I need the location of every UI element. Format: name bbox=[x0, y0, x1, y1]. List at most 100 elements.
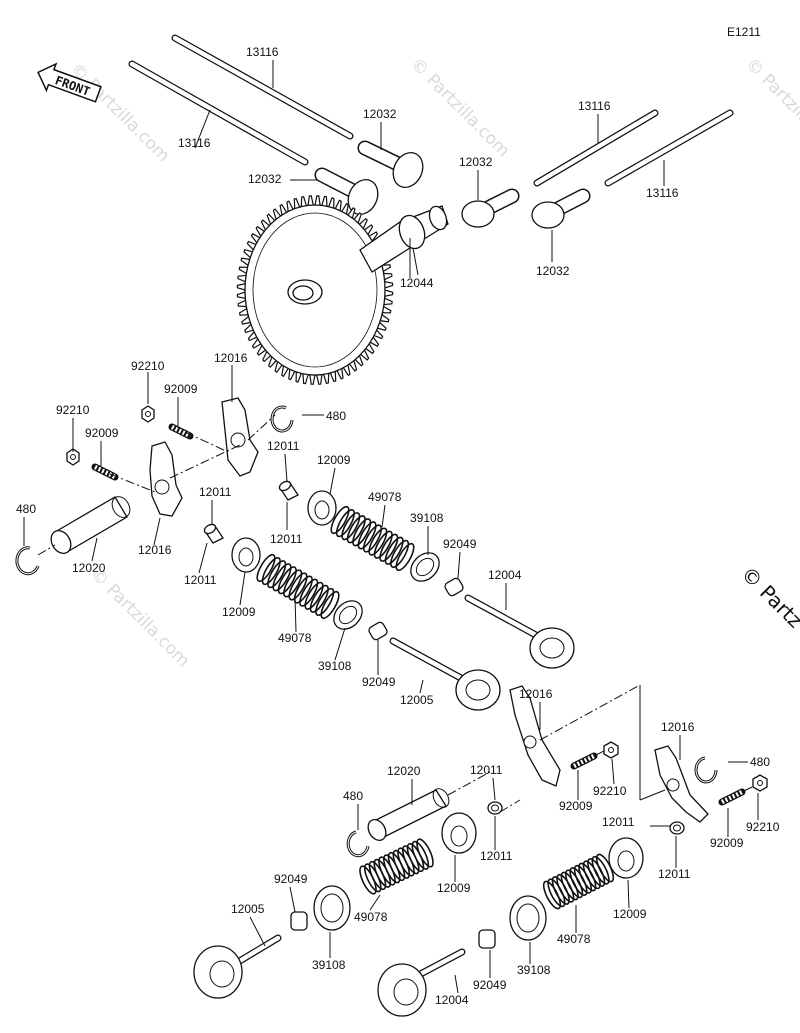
part-label: 12044 bbox=[400, 276, 434, 290]
camshaft-gear bbox=[236, 195, 394, 385]
watermarks: © Partzilla.com © Partzilla.com © Partzi… bbox=[66, 54, 800, 671]
part-label: 12020 bbox=[72, 561, 106, 575]
part-label: 480 bbox=[16, 502, 36, 516]
part-label: 49078 bbox=[368, 490, 402, 504]
part-label: 13116 bbox=[246, 45, 279, 59]
part-label: 12016 bbox=[214, 351, 248, 365]
part-label: 12011 bbox=[199, 485, 232, 499]
engine-valve bbox=[389, 637, 501, 711]
spring-seat bbox=[410, 552, 440, 582]
part-label: 12016 bbox=[661, 720, 695, 734]
stem-seal bbox=[368, 621, 388, 641]
part-label: 49078 bbox=[278, 631, 312, 645]
front-arrow-icon: FRONT bbox=[37, 62, 102, 103]
part-label: 92049 bbox=[274, 872, 308, 886]
part-label: 92210 bbox=[131, 359, 165, 373]
snap-ring bbox=[694, 756, 718, 784]
bushing bbox=[278, 480, 299, 501]
spring-seat bbox=[333, 600, 363, 630]
stem-seal bbox=[444, 577, 464, 597]
watermark: © Partzilla.com bbox=[406, 54, 513, 161]
valve-spring bbox=[330, 505, 415, 572]
part-label: 12032 bbox=[363, 107, 397, 121]
valve-lifter bbox=[531, 188, 591, 229]
part-label: 12011 bbox=[470, 763, 503, 777]
part-label: 12032 bbox=[536, 264, 570, 278]
part-label: 13116 bbox=[178, 136, 211, 150]
part-label: 12011 bbox=[602, 815, 635, 829]
watermark-edge: © Partz bbox=[736, 562, 800, 633]
bushing bbox=[487, 801, 503, 815]
part-label: 12011 bbox=[184, 573, 217, 587]
part-label: 92210 bbox=[56, 403, 90, 417]
adjust-screw bbox=[570, 752, 598, 770]
part-label: 92210 bbox=[746, 820, 780, 834]
part-label: 92009 bbox=[164, 382, 198, 396]
part-label: 13116 bbox=[646, 186, 679, 200]
part-label: 92049 bbox=[473, 978, 507, 992]
engine-valve bbox=[193, 934, 282, 999]
bushing bbox=[203, 523, 224, 544]
part-label: 92009 bbox=[710, 836, 744, 850]
engine-valve bbox=[464, 594, 575, 669]
part-label: 12032 bbox=[248, 172, 282, 186]
rocker-arm bbox=[221, 397, 259, 477]
adjust-screw bbox=[168, 423, 194, 440]
part-label: 39108 bbox=[410, 511, 444, 525]
part-label: 49078 bbox=[354, 910, 388, 924]
valve-lifter bbox=[314, 167, 379, 216]
watermark: © Partzilla.com bbox=[741, 54, 800, 161]
lock-nut bbox=[752, 774, 768, 792]
part-label: 12004 bbox=[435, 993, 469, 1007]
part-label: 480 bbox=[343, 789, 363, 803]
spring-retainer bbox=[307, 490, 337, 526]
part-label: 12011 bbox=[480, 849, 513, 863]
part-label: 39108 bbox=[517, 963, 551, 977]
snap-ring bbox=[15, 546, 40, 576]
valve-spring bbox=[256, 553, 340, 620]
part-label: 12005 bbox=[400, 693, 434, 707]
spring-retainer bbox=[608, 837, 644, 879]
lock-nut bbox=[141, 405, 155, 423]
engine-valve bbox=[377, 948, 466, 1017]
spring-seat bbox=[313, 885, 351, 931]
camshaft bbox=[359, 205, 449, 278]
diagram-code: E1211 bbox=[727, 25, 761, 39]
part-label: 92049 bbox=[443, 537, 477, 551]
stem-seal bbox=[290, 911, 308, 931]
part-label: 12004 bbox=[488, 568, 522, 582]
rocker-shaft bbox=[367, 788, 450, 841]
rocker-arm bbox=[654, 745, 709, 823]
part-label: 12009 bbox=[437, 881, 471, 895]
part-label: 12020 bbox=[387, 764, 421, 778]
stem-seal bbox=[478, 929, 496, 949]
spring-seat bbox=[509, 895, 547, 941]
adjust-screw bbox=[718, 788, 746, 806]
valve-lifter bbox=[357, 140, 424, 189]
pushrod bbox=[128, 60, 309, 166]
valve-lifter bbox=[461, 188, 520, 228]
part-label: 13116 bbox=[578, 99, 611, 113]
part-label: 12011 bbox=[658, 867, 691, 881]
part-label: 92049 bbox=[362, 675, 396, 689]
part-label: 92009 bbox=[85, 426, 119, 440]
valve-spring bbox=[359, 838, 434, 895]
spring-retainer bbox=[441, 812, 477, 854]
part-label: 12016 bbox=[138, 543, 172, 557]
part-label: 49078 bbox=[557, 932, 591, 946]
rocker-arm bbox=[149, 441, 183, 517]
part-label: 12005 bbox=[231, 902, 265, 916]
part-label: 12009 bbox=[222, 605, 256, 619]
pushrod bbox=[533, 109, 659, 187]
part-label: 12016 bbox=[519, 687, 553, 701]
part-label: 480 bbox=[750, 755, 770, 769]
rocker-arm bbox=[509, 685, 561, 787]
snap-ring bbox=[346, 830, 370, 858]
snap-ring bbox=[270, 405, 294, 433]
leader-lines bbox=[23, 60, 759, 994]
valve-spring bbox=[542, 853, 615, 910]
part-label: 92210 bbox=[593, 784, 627, 798]
pushrod bbox=[171, 34, 354, 140]
part-label: 480 bbox=[326, 409, 346, 423]
